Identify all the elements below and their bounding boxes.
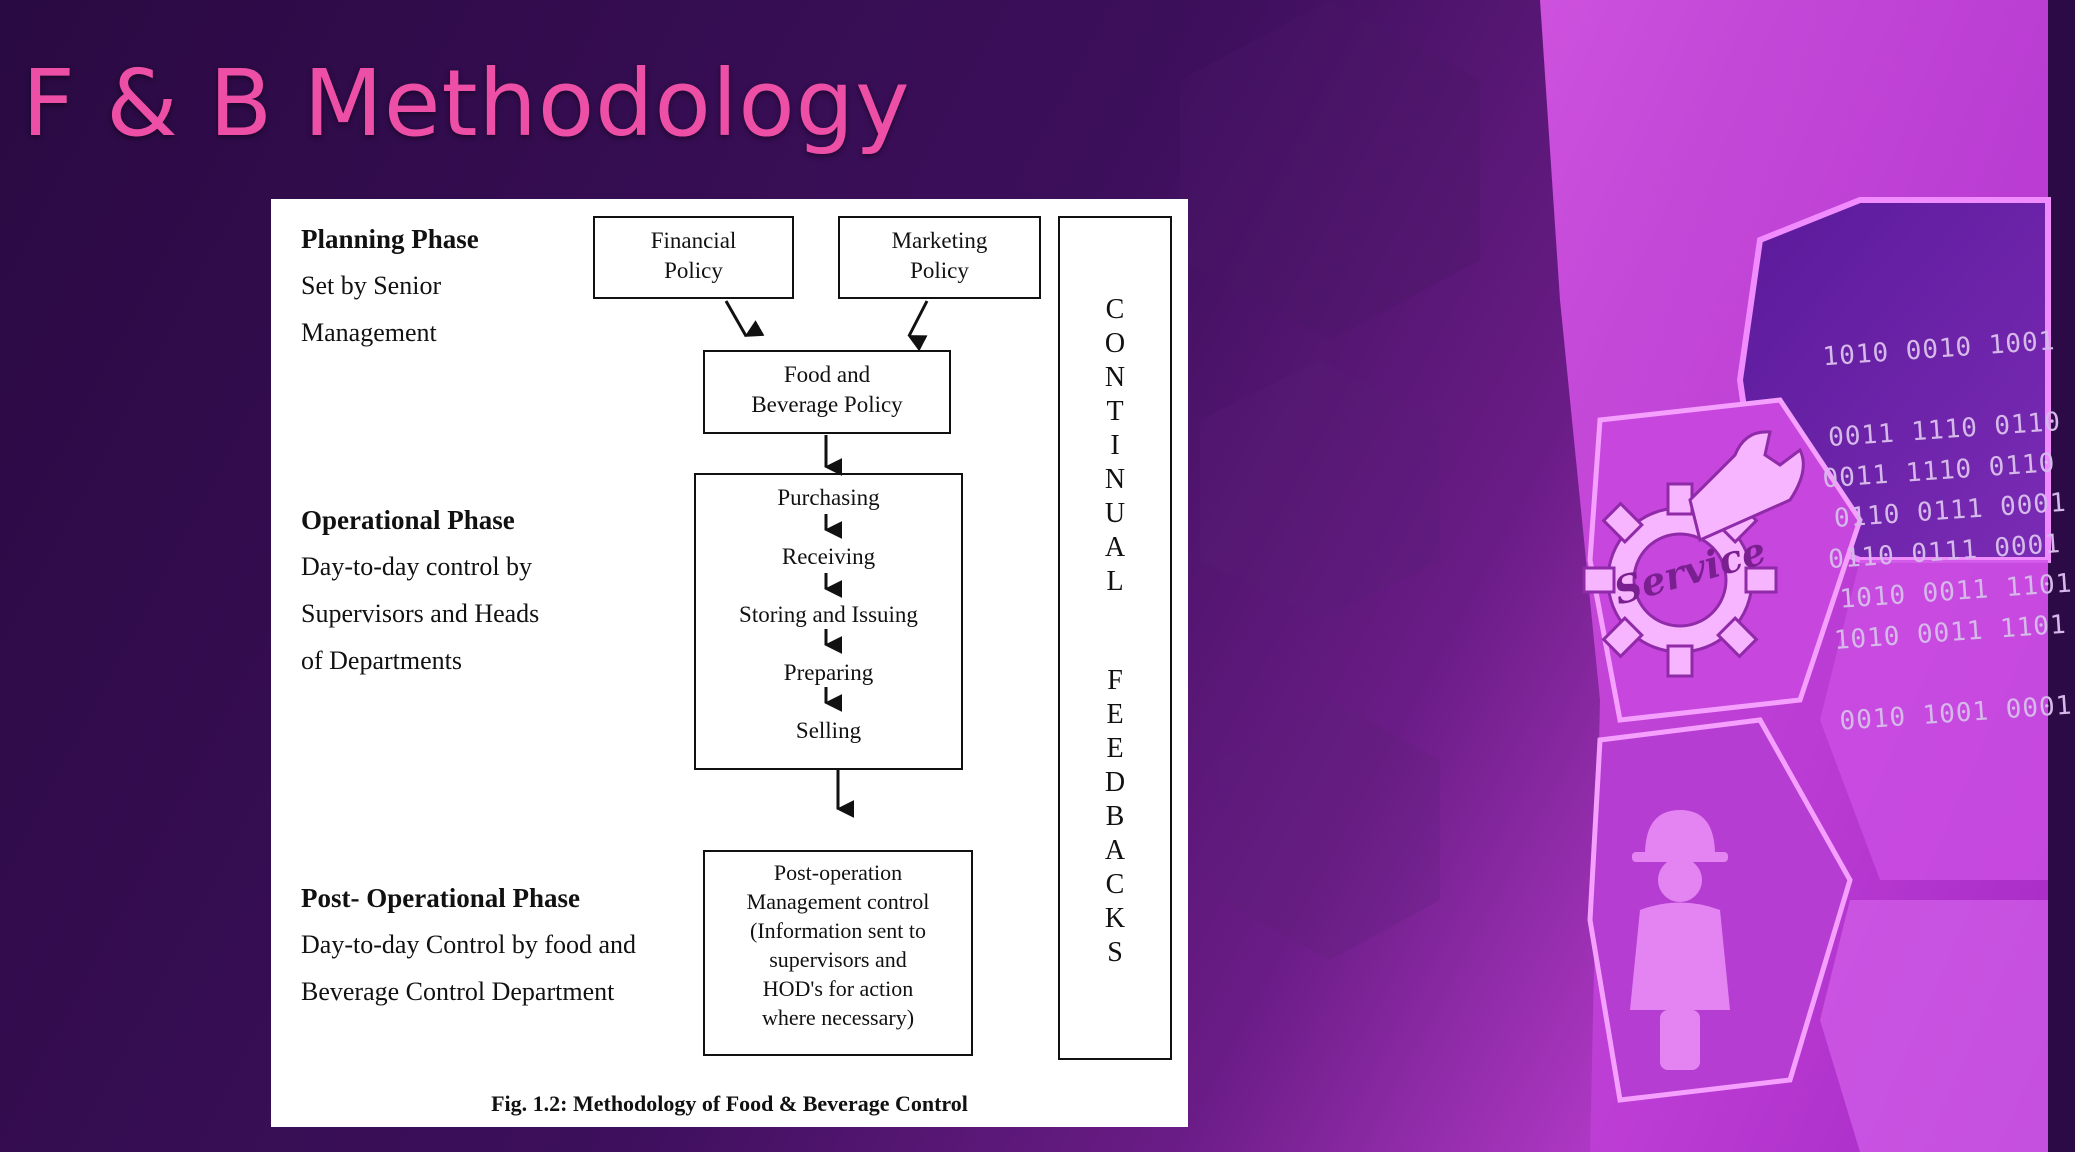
feedback-letter: S	[1107, 937, 1123, 968]
planning-phase-title: Planning Phase	[301, 224, 479, 254]
food-beverage-policy-box: Food and Beverage Policy	[703, 350, 951, 434]
financial-policy-box: Financial Policy	[593, 216, 794, 299]
feedback-letter: A	[1104, 835, 1126, 866]
feedback-letter: E	[1106, 733, 1124, 764]
storing-issuing-step: Storing and Issuing	[739, 602, 918, 627]
feedback-letter: N	[1104, 464, 1126, 495]
post-operational-phase: Post- Operational Phase Day-to-day Contr…	[301, 875, 636, 1015]
feedback-letter: A	[1104, 532, 1126, 563]
feedback-letter: K	[1104, 903, 1126, 934]
operational-phase-line: of Departments	[301, 646, 463, 675]
purchasing-step: Purchasing	[777, 485, 880, 510]
operational-phase-line: Day-to-day control by	[301, 552, 533, 581]
feedback-letter: D	[1104, 767, 1126, 798]
marketing-policy-box: Marketing Policy	[838, 216, 1041, 299]
post-operation-box: Post-operation Management control (Infor…	[703, 850, 973, 1056]
feedback-letter: I	[1110, 430, 1120, 461]
operations-box: Purchasing Receiving Storing and Issuing…	[694, 473, 963, 770]
selling-step: Selling	[795, 718, 862, 743]
planning-phase-line: Set by Senior	[301, 271, 442, 300]
planning-phase-line: Management	[301, 318, 437, 347]
slide-title: F & B Methodology	[22, 50, 911, 157]
operational-phase: Operational Phase Day-to-day control by …	[301, 497, 539, 684]
feedback-letter: C	[1105, 294, 1125, 325]
methodology-diagram: Planning Phase Set by Senior Management …	[271, 199, 1188, 1127]
diagram-arrows	[724, 300, 929, 818]
feedback-letter: O	[1104, 328, 1126, 359]
feedback-letter: U	[1104, 498, 1126, 529]
feedback-letter: N	[1104, 362, 1126, 393]
figure-caption: Fig. 1.2: Methodology of Food & Beverage…	[491, 1091, 968, 1116]
operational-phase-title: Operational Phase	[301, 505, 515, 535]
feedback-letter: B	[1105, 801, 1125, 832]
feedback-letter: L	[1106, 566, 1124, 597]
feedback-letter: E	[1106, 699, 1124, 730]
receiving-step: Receiving	[781, 544, 876, 569]
operational-phase-line: Supervisors and Heads	[301, 599, 540, 628]
post-operational-phase-line: Day-to-day Control by food and	[301, 930, 637, 959]
feedback-letter: T	[1106, 396, 1124, 427]
preparing-step: Preparing	[783, 660, 874, 685]
planning-phase: Planning Phase Set by Senior Management	[301, 216, 479, 356]
post-operational-phase-title: Post- Operational Phase	[301, 883, 580, 913]
feedback-letter: C	[1105, 869, 1125, 900]
post-operational-phase-line: Beverage Control Department	[301, 977, 615, 1006]
feedback-letter: F	[1107, 665, 1123, 696]
